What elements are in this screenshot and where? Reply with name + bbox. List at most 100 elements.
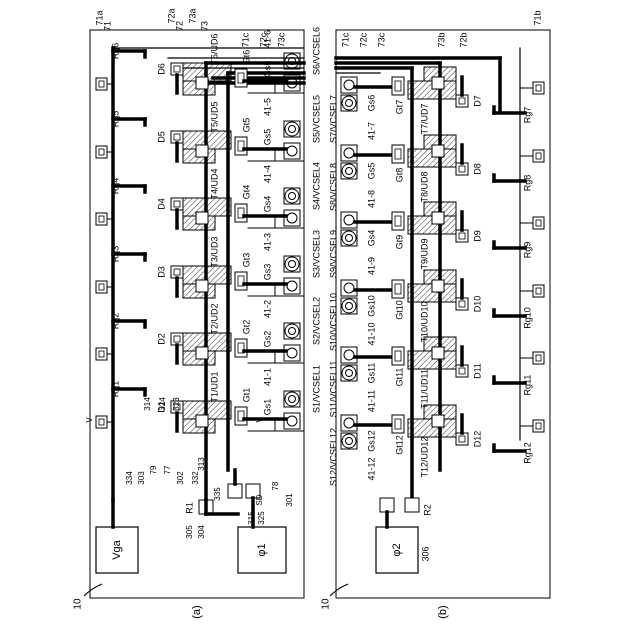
gt-label: Gt4 — [241, 185, 251, 200]
diode-label: D7 — [472, 95, 482, 107]
diode-pad-inner — [459, 166, 465, 172]
diode-label: D10 — [472, 296, 482, 313]
r2-pad-2 — [380, 498, 394, 512]
vcsel-box — [341, 298, 357, 314]
rg-pad-inner — [99, 284, 104, 290]
transfer-label: T7/UD7 — [419, 103, 429, 134]
diode-label: D9 — [472, 230, 482, 242]
rg-pad-inner — [99, 149, 104, 155]
vcsel-inner — [289, 261, 296, 268]
gs-label: Gs6 — [366, 95, 376, 112]
vcsel-box-lower — [284, 345, 300, 361]
bus-label: 72c — [358, 32, 368, 47]
vcsel-lower-circle — [287, 416, 297, 426]
rg-label: Rg11 — [522, 375, 532, 396]
rg-label: Rg12 — [522, 442, 532, 464]
node-label: 41-11 — [366, 390, 376, 412]
bus-label: 73b — [436, 32, 446, 47]
bus-label: 72b — [458, 32, 468, 47]
gs-label: Gs10 — [366, 295, 376, 317]
diode-pad-inner — [174, 336, 180, 342]
transfer-label: T5/UD5 — [209, 101, 219, 132]
gt-label: Gt6 — [241, 50, 251, 65]
vcsel-box — [284, 391, 300, 407]
r1-label: R1 — [184, 502, 194, 514]
vcsel-label: S9/VCSEL9 — [328, 230, 338, 278]
vcsel-label: S10/VCSEL10 — [328, 293, 338, 351]
ref-label: 335 — [213, 487, 222, 501]
ref-label: 324 — [158, 397, 167, 411]
gt-pad-inner — [395, 351, 401, 361]
ref-label: 301 — [285, 493, 294, 507]
vcsel-box-lower — [341, 212, 357, 228]
vcsel-label: S4/VCSEL4 — [311, 162, 321, 210]
transfer-label: T12/UD12 — [419, 436, 429, 477]
vcsel-outer — [342, 164, 356, 178]
node-label: 41-4 — [262, 165, 272, 183]
diode-pad-inner — [174, 66, 180, 72]
ref-label: V — [255, 417, 264, 423]
vcsel-label: S6/VCSEL6 — [311, 27, 321, 75]
rg-pad-inner — [536, 220, 541, 226]
diode-label: D3 — [156, 266, 166, 278]
vcsel-lower-circle — [287, 281, 297, 291]
transfer-pad — [196, 280, 208, 292]
figure-number-b: 10 — [321, 598, 332, 610]
rg-pad-inner — [99, 216, 104, 222]
rg-label: Rg5 — [110, 111, 120, 128]
ref-label: 314 — [143, 397, 152, 411]
transfer-label: T6/UD6 — [209, 33, 219, 64]
transfer-pad — [432, 145, 444, 157]
rg-pad-inner — [536, 153, 541, 159]
transfer-pad — [196, 77, 208, 89]
vcsel-box-lower — [284, 413, 300, 429]
node-label: 41-9 — [366, 257, 376, 275]
figure-leader-a — [84, 584, 102, 596]
transfer-pad — [432, 415, 444, 427]
vcsel-lower-circle — [344, 148, 354, 158]
sd-pad — [228, 484, 242, 498]
gs-label: Gs3 — [262, 264, 272, 281]
vcsel-lower-circle — [344, 80, 354, 90]
ref-306: 306 — [420, 546, 430, 561]
transfer-pad — [432, 212, 444, 224]
diode-label: D11 — [472, 363, 482, 379]
vcsel-lower-circle — [344, 283, 354, 293]
rg-label: Rg7 — [522, 107, 532, 124]
vcsel-box — [341, 365, 357, 381]
gt-label: Gt8 — [394, 168, 404, 183]
bus-label: 71c — [240, 32, 250, 47]
node-label: 41-8 — [366, 190, 376, 208]
vcsel-outer — [342, 299, 356, 313]
vcsel-lower-circle — [344, 350, 354, 360]
vcsel-box — [341, 230, 357, 246]
gs-label: Gs2 — [262, 331, 272, 348]
diode-label: D6 — [156, 63, 166, 75]
diode-label: D8 — [472, 163, 482, 175]
node-label: 41-2 — [262, 300, 272, 318]
node-label: 41-1 — [262, 368, 272, 386]
bus-label: 73a — [187, 8, 197, 23]
vcsel-label: S8/VCSEL8 — [328, 163, 338, 211]
rg-pad-inner — [536, 85, 541, 91]
node-label: 41-10 — [366, 322, 376, 345]
gs-label: Gs12 — [366, 430, 376, 452]
vcsel-inner — [346, 100, 353, 107]
transfer-pad — [432, 280, 444, 292]
rg-pad-inner — [99, 81, 104, 87]
vcsel-lower-circle — [287, 146, 297, 156]
ref-label: 303 — [137, 471, 146, 485]
rg-label: Rg1 — [110, 381, 120, 398]
rg-label: Rg6 — [110, 43, 120, 60]
gs-label: Gs4 — [366, 230, 376, 247]
vcsel-label: S1/VCSEL1 — [311, 365, 321, 413]
bus-label: 72 — [174, 21, 184, 31]
diode-pad-inner — [174, 269, 180, 275]
gt-label: Gt1 — [241, 388, 251, 403]
ref-label: 332 — [191, 471, 200, 485]
ref-label: 315 — [247, 511, 256, 525]
ref-label: 79 — [149, 465, 158, 474]
vcsel-box-lower — [341, 347, 357, 363]
ref-label: V — [85, 417, 94, 423]
